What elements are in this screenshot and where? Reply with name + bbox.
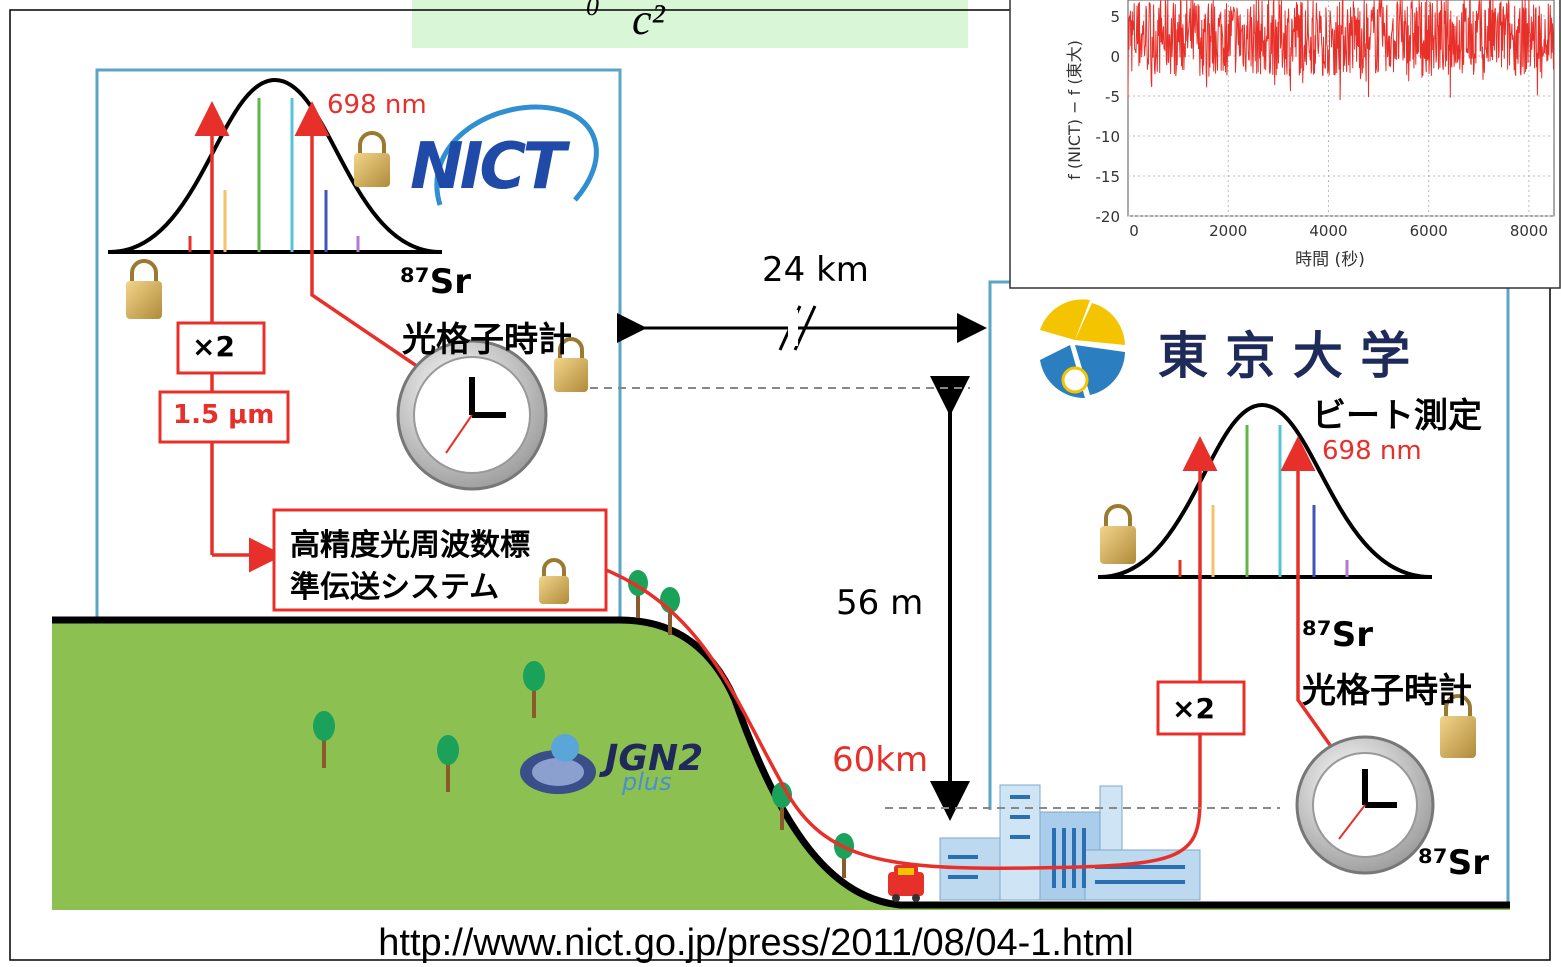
chart-y-tick-label: 0 xyxy=(1110,48,1120,66)
chart-series-line xyxy=(1127,0,1555,101)
chart-x-tick-label: 8000 xyxy=(1510,222,1548,240)
chart-y-tick-label: -15 xyxy=(1096,168,1121,186)
tree-icon xyxy=(523,661,545,718)
fiber-60km-label: 60km xyxy=(832,740,929,780)
outer-frame xyxy=(9,9,1551,961)
chart-y-tick-label: -5 xyxy=(1105,88,1120,106)
transfer-system-line2: 準伝送システム xyxy=(290,570,500,605)
nict-spectrum xyxy=(108,77,442,254)
tree-icon xyxy=(313,711,335,768)
chart-y-tick-label: -10 xyxy=(1096,128,1121,146)
source-url[interactable]: http://www.nict.go.jp/press/2011/08/04-1… xyxy=(378,922,1134,964)
nict-clock-label: 光格子時計 xyxy=(402,320,572,360)
chart-y-tick-label: 5 xyxy=(1110,8,1120,26)
nict-isotope-label: ⁸⁷Sr xyxy=(400,262,472,302)
lock-icon xyxy=(354,131,390,187)
chart-y-label: f (NICT) − f (東大) xyxy=(1065,40,1084,180)
tokyo-clock-label: 光格子時計 xyxy=(1302,671,1472,711)
ground-line xyxy=(52,616,1510,909)
clock-icon xyxy=(396,339,548,491)
chart-x-label: 時間 (秒) xyxy=(1295,250,1365,270)
beat-chart: 5 0 -5 -10 -15 -20 0 2000 4000 6000 8000 時間 (秒) f… xyxy=(1009,0,1561,289)
tokyo-isotope-bottom-label: ⁸⁷Sr xyxy=(1418,843,1490,883)
lock-icon xyxy=(1440,694,1476,758)
tree-icon xyxy=(628,570,648,618)
beat-measurement-label: ビート測定 xyxy=(1312,396,1482,436)
formula-box xyxy=(412,0,968,48)
ginkgo-logo-icon xyxy=(1040,299,1125,399)
lock-icon xyxy=(539,558,569,604)
transfer-system-line1: 高精度光周波数標 xyxy=(290,528,530,563)
nict-logo-swoosh xyxy=(434,104,599,206)
lock-icon xyxy=(1100,504,1136,564)
chart-grid xyxy=(1128,0,1554,217)
chart-x-tick-label: 0 xyxy=(1129,222,1139,240)
nict-logo-text: NICT xyxy=(410,130,566,204)
nict-doubler-box xyxy=(176,321,266,375)
chart-x-tick-label: 2000 xyxy=(1209,222,1247,240)
tokyo-signal-path xyxy=(1280,436,1332,747)
jgn2-text: JGN2 xyxy=(599,738,703,779)
tokyo-doubler-box xyxy=(1156,680,1246,736)
tree-icon xyxy=(834,833,854,878)
fiber-path xyxy=(584,436,1218,870)
jgn2-logo: JGN2 plus xyxy=(520,734,703,796)
tokyo-spectrum xyxy=(1098,402,1432,579)
tokyo-wavelength-label: 698 nm xyxy=(1322,436,1422,466)
hill xyxy=(52,620,1510,910)
nict-frame xyxy=(95,68,622,620)
city-buildings-icon xyxy=(939,784,1201,901)
jgn2-plus-text: plus xyxy=(621,768,672,796)
tokyo-doubler-label: ×2 xyxy=(1172,692,1215,725)
distance-24km-label: 24 km xyxy=(762,250,869,290)
tokyo-name-label: 東 京 大 学 xyxy=(1158,327,1411,385)
distance-24km-arrow xyxy=(617,305,987,351)
plot-area xyxy=(1127,0,1555,217)
lock-icon xyxy=(126,259,162,319)
tree-icon xyxy=(437,735,459,792)
chart-x-tick-label: 6000 xyxy=(1410,222,1448,240)
source-wl-box xyxy=(158,390,290,444)
distance-56m-label: 56 m xyxy=(836,583,924,623)
chart-series xyxy=(1127,0,1555,101)
chart-x-ticks: 0 2000 4000 6000 8000 xyxy=(1129,222,1548,240)
car-icon xyxy=(888,865,924,902)
formula-text: c² xyxy=(632,0,665,44)
chart-x-tick-label: 4000 xyxy=(1309,222,1347,240)
chart-y-tick-label: -20 xyxy=(1096,208,1121,226)
chart-y-ticks: 5 0 -5 -10 -15 -20 xyxy=(1096,8,1121,226)
tree-icon xyxy=(772,782,792,830)
source-wavelength-label: 1.5 μm xyxy=(173,400,275,430)
tokyo-isotope-label: ⁸⁷Sr xyxy=(1302,615,1374,655)
nict-doubler-label: ×2 xyxy=(192,330,235,363)
lock-icon xyxy=(554,337,588,392)
nict-wavelength-label: 698 nm xyxy=(327,90,427,120)
clock-icon xyxy=(1295,735,1435,875)
